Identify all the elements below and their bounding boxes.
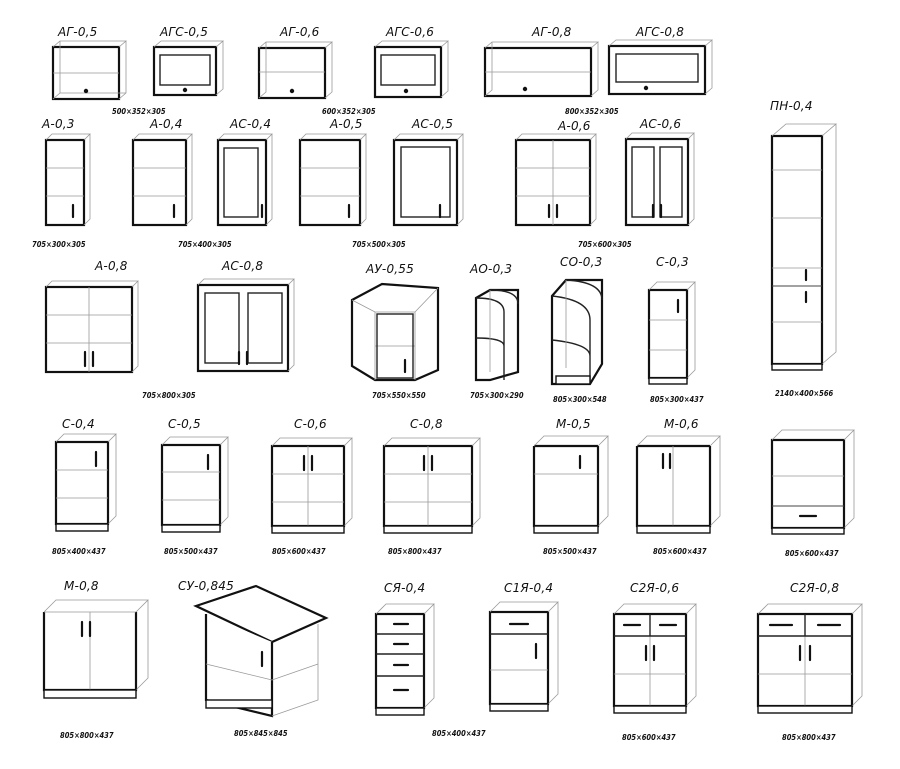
cabinet-ags-06: АГС-0,6 600×352×305: [322, 25, 450, 116]
cabinet-label: АГ-0,6: [279, 25, 320, 39]
cabinet-ags-08: АГС-0,8 800×352×305: [565, 25, 714, 116]
cabinet-label: С-0,6: [294, 417, 327, 431]
cabinet-dims: 805×500×437: [543, 547, 597, 556]
cabinet-as-06: АС-0,6 705×600×305: [578, 117, 695, 249]
cabinet-s1ya-04: С1Я-0,4: [488, 581, 559, 712]
cabinet-label: АГС-0,5: [159, 25, 208, 39]
cabinet-label: А-0,3: [41, 117, 75, 131]
cabinet-label: С-0,3: [656, 255, 689, 269]
cabinet-so-03: СО-0,3 805×300×548: [550, 255, 607, 404]
cabinet-a-05: А-0,5: [298, 117, 367, 227]
cabinet-label: АУ-0,55: [365, 262, 414, 276]
cabinet-dims: 705×400×305: [178, 240, 232, 249]
cabinet-dims: 805×600×437: [622, 733, 676, 742]
cabinet-label: С-0,4: [62, 417, 95, 431]
cabinet-label: А-0,8: [94, 259, 128, 273]
cabinet-a-04: А-0,4: [131, 117, 193, 227]
cabinet-dims: 800×352×305: [565, 107, 619, 116]
cabinet-ag-06: АГ-0,6: [257, 25, 334, 100]
cabinet-label: АГС-0,8: [635, 25, 684, 39]
cabinet-dims: 705×600×305: [578, 240, 632, 249]
cabinet-s2ya-08: С2Я-0,8 805×800×437: [756, 581, 863, 742]
cabinet-label: С-0,5: [168, 417, 201, 431]
cabinet-su-0845: СУ-0,845 805×845×845: [178, 579, 329, 738]
cabinet-label: АС-0,6: [639, 117, 681, 131]
cabinet-label: АО-0,3: [469, 262, 512, 276]
cabinet-au-055: АУ-0,55 705×550×550: [350, 262, 440, 400]
cabinet-dims: 705×300×290: [470, 391, 524, 400]
cabinet-dims: 600×352×305: [322, 107, 376, 116]
cabinet-label: С1Я-0,4: [504, 581, 553, 595]
cabinet-dims: 805×800×437: [782, 733, 836, 742]
cabinet-s2ya-06: С2Я-0,6 805×600×437: [612, 581, 697, 742]
cabinet-as-04: АС-0,4 705×400×305: [178, 117, 273, 249]
cabinet-dims: 805×800×437: [388, 547, 442, 556]
cabinet-dims: 2140×400×566: [775, 389, 834, 398]
cabinet-label: М-0,6: [664, 417, 699, 431]
cabinet-as-08: АС-0,8 705×800×305: [142, 259, 295, 400]
cabinet-dims: 805×400×437: [432, 729, 486, 738]
cabinet-dims: 805×600×437: [653, 547, 707, 556]
cabinet-label: С-0,8: [410, 417, 443, 431]
cabinet-label: А-0,4: [149, 117, 183, 131]
cabinet-dims: 705×800×305: [142, 391, 196, 400]
cabinet-s-08: С-0,8 805×800×437: [382, 417, 481, 556]
cabinet-label: С2Я-0,8: [790, 581, 839, 595]
cabinet-label: АС-0,8: [221, 259, 263, 273]
cabinet-s-05: С-0,5 805×500×437: [160, 417, 229, 556]
cabinet-dims: 805×400×437: [52, 547, 106, 556]
cabinet-s-04: С-0,4 805×400×437: [52, 417, 117, 556]
cabinet-a-08: А-0,8: [44, 259, 139, 374]
cabinet-label: М-0,5: [556, 417, 591, 431]
cabinet-label: А-0,5: [329, 117, 363, 131]
cabinet-label: СЯ-0,4: [384, 581, 425, 595]
cabinet-m-05: М-0,5 805×500×437: [532, 417, 609, 556]
cabinet-dims: 805×600×437: [272, 547, 326, 556]
cabinet-as-05: АС-0,5 705×500×305: [352, 117, 464, 249]
cabinet-label: ПН-0,4: [770, 99, 813, 113]
cabinet-pn-04: ПН-0,4 2140×400×566: [770, 99, 838, 398]
cabinet-dims: 705×550×550: [372, 391, 426, 400]
cabinet-ag-08: АГ-0,8: [483, 25, 600, 98]
cabinet-ao-03: АО-0,3 705×300×290: [469, 262, 524, 400]
cabinet-ags-05: АГС-0,5 500×352×305: [112, 25, 225, 116]
cabinet-label: СУ-0,845: [178, 579, 234, 593]
cabinet-dims: 805×300×437: [650, 395, 704, 404]
cabinet-oven-06: 805×600×437: [770, 429, 855, 558]
cabinet-dims: 805×500×437: [164, 547, 218, 556]
cabinet-a-03: А-0,3 705×300×305: [32, 117, 91, 249]
cabinet-dims: 805×600×437: [785, 549, 839, 558]
cabinet-label: АГ-0,8: [531, 25, 572, 39]
cabinet-dims: 705×500×305: [352, 240, 406, 249]
cabinet-label: А-0,6: [557, 119, 591, 133]
cabinet-dims: 805×800×437: [60, 731, 114, 740]
cabinet-label: АС-0,5: [411, 117, 453, 131]
cabinet-m-06: М-0,6 805×600×437: [635, 417, 721, 556]
cabinet-dims: 805×845×845: [234, 729, 288, 738]
cabinet-dims: 805×300×548: [553, 395, 607, 404]
cabinet-label: АГС-0,6: [385, 25, 434, 39]
cabinet-m-08: М-0,8 805×800×437: [42, 579, 149, 740]
cabinet-s-03: С-0,3 805×300×437: [647, 255, 704, 404]
cabinet-label: С2Я-0,6: [630, 581, 679, 595]
cabinet-dims: 500×352×305: [112, 107, 166, 116]
cabinet-label: М-0,8: [64, 579, 99, 593]
cabinet-sya-04: СЯ-0,4 805×400×437: [374, 581, 486, 738]
cabinet-label: АГ-0,5: [57, 25, 98, 39]
cabinet-ag-05: АГ-0,5: [51, 25, 128, 101]
cabinet-dims: 705×300×305: [32, 240, 86, 249]
cabinet-s-06: С-0,6 805×600×437: [270, 417, 353, 556]
cabinet-a-06: А-0,6: [514, 119, 597, 227]
cabinet-label: СО-0,3: [560, 255, 602, 269]
cabinet-label: АС-0,4: [229, 117, 271, 131]
